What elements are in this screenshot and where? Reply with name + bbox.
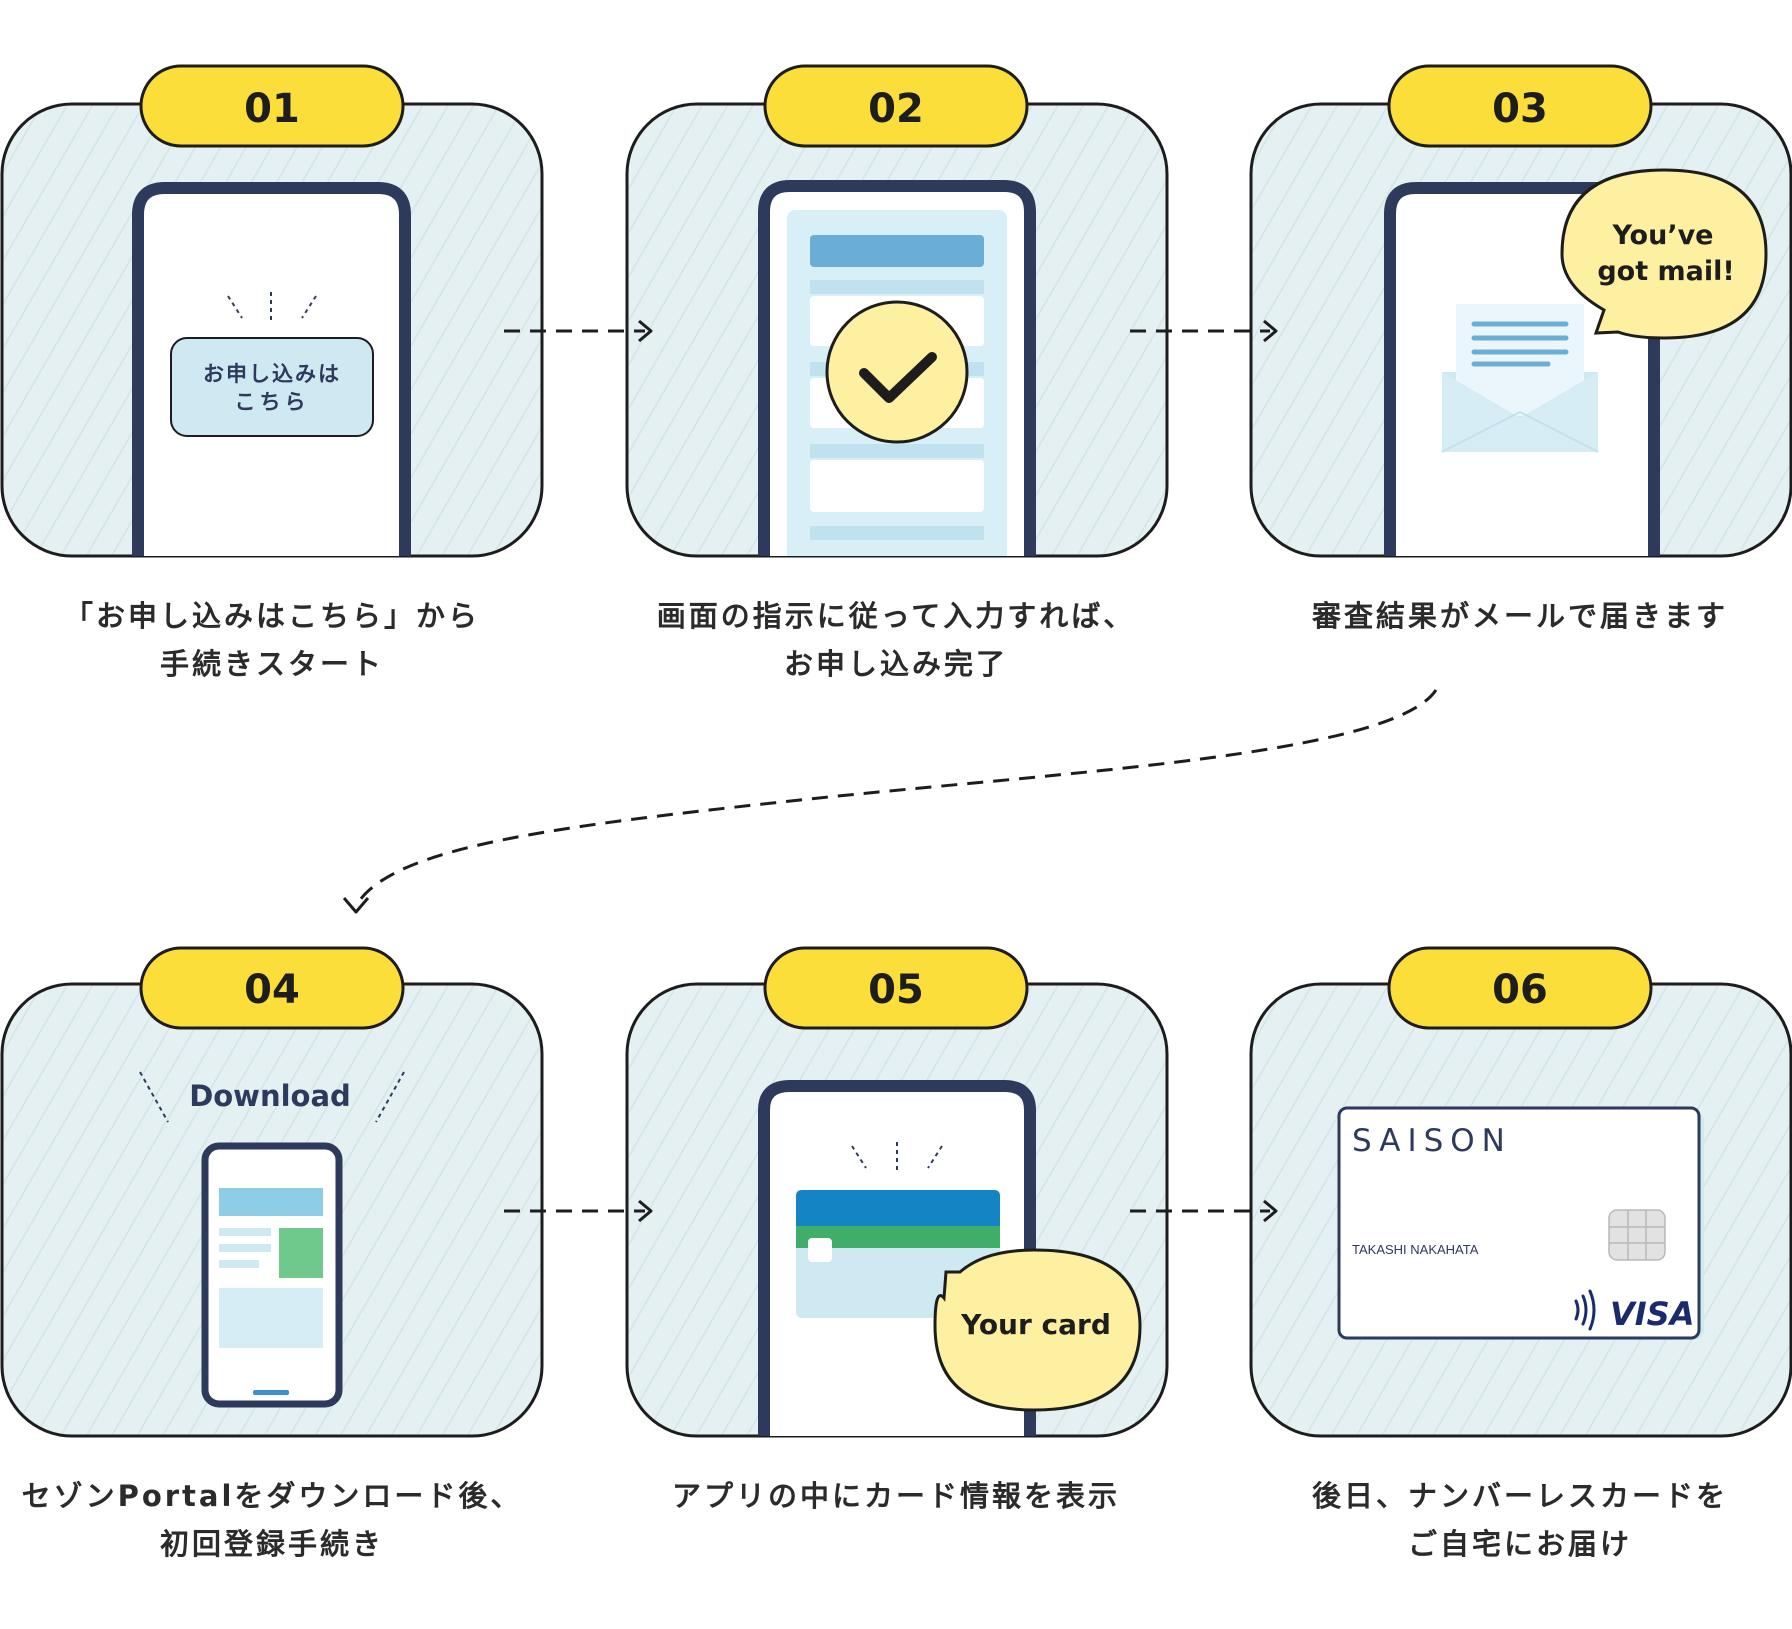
caption-line: 画面の指示に従って入力すれば、 — [656, 599, 1136, 633]
step-04-caption: セゾンPortalをダウンロード後、 初回登録手続き — [0, 1472, 552, 1568]
smartphone-icon — [201, 1142, 343, 1408]
card-holder: TAKASHI NAKAHATA — [1352, 1242, 1479, 1257]
apply-button-graphic — [170, 337, 374, 437]
caption-line: 初回登録手続き — [159, 1527, 384, 1561]
step-01-caption: 「お申し込みはこちら」から 手続きスタート — [0, 592, 552, 688]
step-badge — [763, 64, 1029, 148]
apply-button-text-line1: お申し込みは — [203, 362, 341, 386]
chip-icon — [1608, 1209, 1666, 1261]
arrow-right-icon — [1130, 319, 1278, 343]
bubble-text-line2: got mail! — [1597, 256, 1734, 287]
step-number: 01 — [244, 86, 300, 132]
caption-line: 「お申し込みはこちら」から — [63, 599, 480, 633]
step-03-panel: You’ve got mail! 03 — [1249, 64, 1792, 558]
step-number: 03 — [1492, 86, 1548, 132]
step-badge — [1387, 946, 1653, 1030]
caption-line: アプリの中にカード情報を表示 — [671, 1479, 1120, 1513]
form-field — [810, 460, 984, 512]
speech-bubble — [1560, 168, 1768, 340]
step-06-caption: 後日、ナンバーレスカードを ご自宅にお届け — [1240, 1472, 1792, 1568]
form-field — [810, 280, 984, 294]
card-network: VISA — [1610, 1295, 1694, 1333]
card-brand: SAISON — [1352, 1123, 1512, 1159]
step-badge — [763, 946, 1029, 1030]
step-number: 02 — [868, 86, 924, 132]
step-badge — [139, 64, 405, 148]
step-badge — [139, 946, 405, 1030]
check-icon — [825, 300, 969, 444]
contactless-icon — [1574, 1289, 1596, 1331]
arrow-right-icon — [504, 319, 653, 343]
step-02-panel: 02 — [625, 64, 1169, 558]
step-01-panel: お申し込みは こちら 01 — [0, 64, 544, 558]
step-05-caption: アプリの中にカード情報を表示 — [616, 1472, 1176, 1520]
step-02-caption: 画面の指示に従って入力すれば、 お申し込み完了 — [616, 592, 1176, 688]
step-number: 06 — [1492, 967, 1548, 1013]
arrow-right-icon — [504, 1199, 653, 1223]
step-number: 04 — [244, 967, 300, 1013]
caption-line: 審査結果がメールで届きます — [1311, 599, 1728, 633]
caption-line: 後日、ナンバーレスカードを — [1311, 1479, 1728, 1513]
apply-button-text-line2: こちら — [235, 390, 310, 414]
step-number: 05 — [868, 967, 924, 1013]
credit-card-icon — [1337, 1106, 1704, 1340]
step-04-panel: Download 04 — [0, 946, 544, 1438]
step-06-panel: SAISON TAKASHI NAKAHATA VISA 06 — [1249, 946, 1792, 1438]
bubble-text-line1: You’ve — [1611, 220, 1713, 251]
curved-arrow-icon — [342, 689, 1438, 914]
caption-line: ご自宅にお届け — [1407, 1527, 1632, 1561]
form-field — [810, 444, 984, 458]
sparkle-lines — [139, 1071, 405, 1123]
form-header — [810, 235, 984, 267]
speech-bubble — [933, 1248, 1142, 1412]
step-05-panel: Your card 05 — [625, 946, 1169, 1438]
envelope-icon — [1441, 304, 1599, 453]
caption-line: セゾンPortalをダウンロード後、 — [21, 1479, 523, 1513]
arrow-right-icon — [1130, 1199, 1278, 1223]
caption-line: お申し込み完了 — [783, 647, 1008, 681]
caption-line: 手続きスタート — [159, 647, 384, 681]
download-label: Download — [189, 1079, 351, 1113]
step-03-caption: 審査結果がメールで届きます — [1240, 592, 1792, 640]
form-field — [810, 526, 984, 540]
bubble-text: Your card — [960, 1308, 1111, 1341]
step-badge — [1387, 64, 1653, 148]
